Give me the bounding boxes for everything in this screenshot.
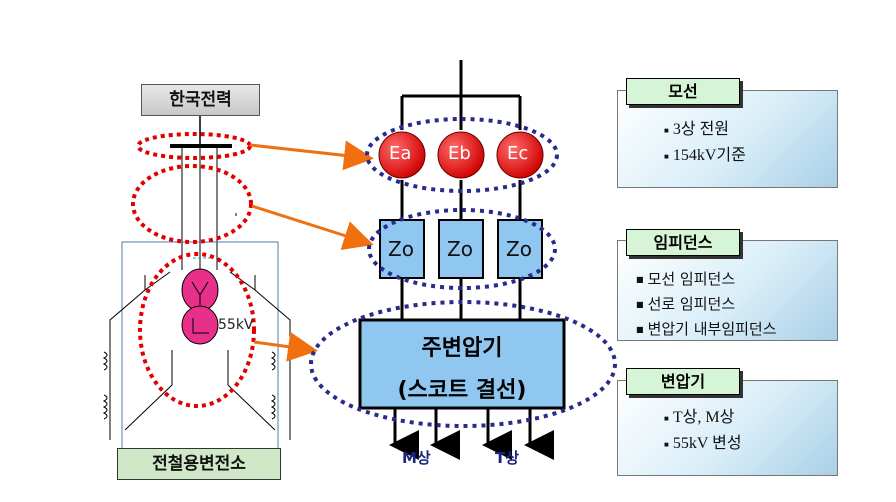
output-m-phase: M상 (402, 449, 431, 467)
equivalent-circuit (309, 60, 617, 460)
busbar-item-2: 154kV기준 (664, 143, 746, 169)
impedance-label-3: Zo (506, 237, 532, 261)
transformer-list: T상, M상 55kV 변성 (664, 405, 742, 457)
mapping-arrows (249, 140, 374, 362)
impedance-item-2: 선로 임피던스 (636, 292, 777, 317)
source-a-circle (378, 131, 426, 179)
source-a-label: Ea (389, 143, 412, 164)
substation-schematic (102, 116, 291, 451)
kepco-label: 한국전력 (141, 84, 260, 116)
source-b-circle (437, 131, 485, 179)
busbar-list: 3상 전원 154kV기준 (664, 117, 746, 169)
source-c-label: Ec (507, 143, 529, 164)
impedance-box-1 (379, 219, 425, 279)
voltage-label: 55kV (218, 317, 254, 333)
impedance-list: 모선 임피던스 선로 임피던스 변압기 내부임피던스 (636, 267, 777, 342)
impedance-label-1: Zo (388, 237, 414, 261)
transformer-item-2: 55kV 변성 (664, 431, 742, 457)
main-transformer-box (358, 318, 566, 410)
source-c-circle (496, 131, 544, 179)
impedance-item-3: 변압기 내부임피던스 (636, 317, 777, 342)
transformer-subtitle: (스코트 결선) (397, 378, 527, 403)
transformer-item-1: T상, M상 (664, 405, 742, 431)
transformer-title: 주변압기 (421, 336, 503, 361)
substation-label: 전철용변전소 (117, 448, 281, 480)
output-t-phase: T상 (495, 449, 520, 467)
transformer-info-title: 변압기 (626, 368, 740, 395)
impedance-item-1: 모선 임피던스 (636, 267, 777, 292)
busbar-title: 모선 (626, 78, 740, 105)
source-b-label: Eb (448, 143, 471, 164)
impedance-box-2 (438, 219, 484, 279)
impedance-label-2: Zo (447, 237, 473, 261)
impedance-title: 임피던스 (626, 229, 740, 256)
busbar-item-1: 3상 전원 (664, 117, 746, 143)
